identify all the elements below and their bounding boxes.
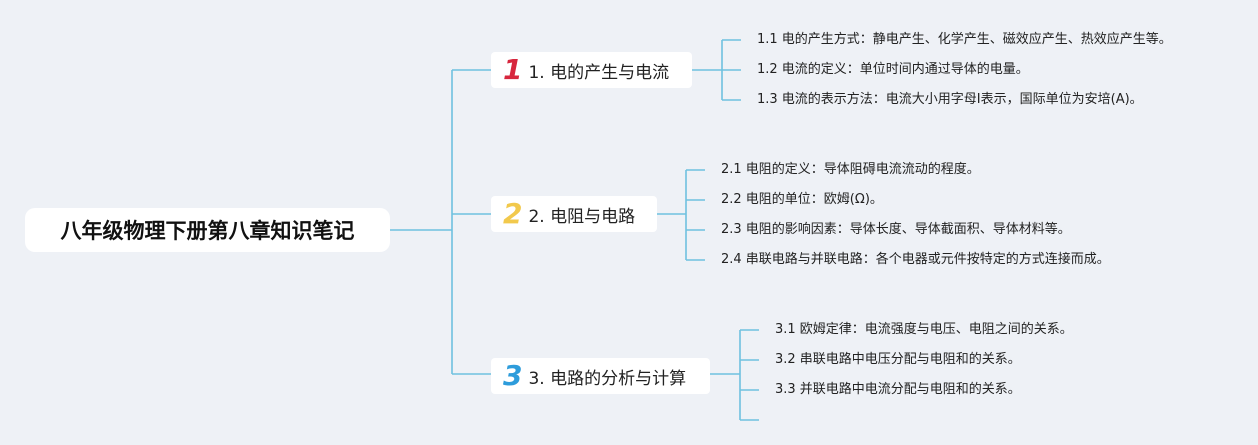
root-title: 八年级物理下册第八章知识笔记 [25,208,390,252]
badge-2-icon: 2 [503,197,523,230]
leaf-3-2: 3.2 串联电路中电压分配与电阻和的关系。 [775,352,1021,367]
branch-3-node[interactable]: 3 3. 电路的分析与计算 [491,358,710,394]
leaf-3-3: 3.3 并联电路中电流分配与电阻和的关系。 [775,382,1021,397]
branch-1-node[interactable]: 1 1. 电的产生与电流 [491,52,692,88]
branch-1-label: 1. 电的产生与电流 [528,62,670,83]
leaf-2-2: 2.2 电阻的单位：欧姆(Ω)。 [721,192,883,207]
leaf-2-4: 2.4 串联电路与并联电路：各个电器或元件按特定的方式连接而成。 [721,252,1110,267]
leaf-1-2: 1.2 电流的定义：单位时间内通过导体的电量。 [757,62,1029,77]
leaf-2-3: 2.3 电阻的影响因素：导体长度、导体截面积、导体材料等。 [721,222,1071,237]
leaf-3-1: 3.1 欧姆定律：电流强度与电压、电阻之间的关系。 [775,322,1073,337]
leaf-2-1: 2.1 电阻的定义：导体阻碍电流流动的程度。 [721,162,980,177]
leaf-1-1: 1.1 电的产生方式：静电产生、化学产生、磁效应产生、热效应产生等。 [757,32,1172,47]
branch-2-label: 2. 电阻与电路 [528,206,636,227]
leaf-1-3: 1.3 电流的表示方法：电流大小用字母I表示，国际单位为安培(A)。 [757,92,1143,107]
badge-1-icon: 1 [503,53,523,86]
branch-3-label: 3. 电路的分析与计算 [528,368,687,389]
badge-3-icon: 3 [503,359,523,392]
branch-2-node[interactable]: 2 2. 电阻与电路 [491,196,657,232]
